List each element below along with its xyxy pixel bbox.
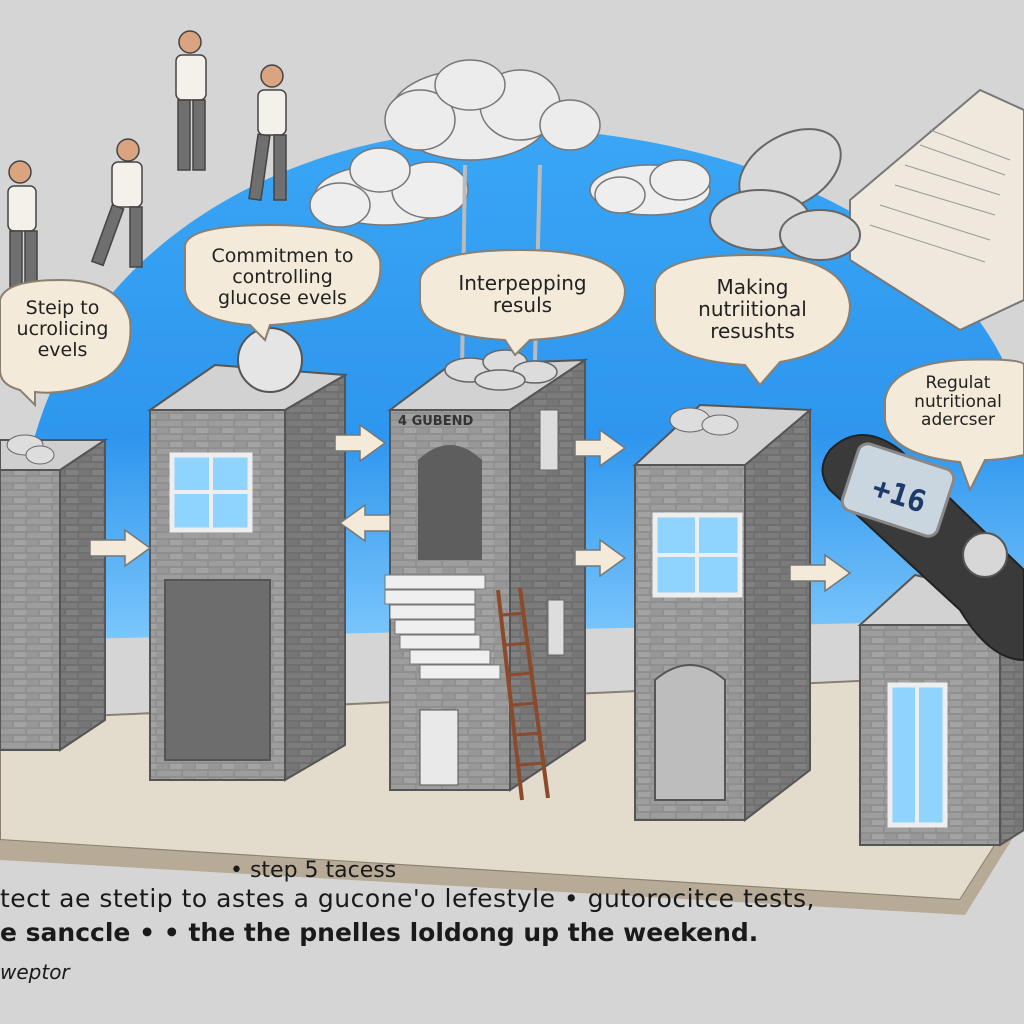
caption-line-1: • step 5 tacess [230,858,397,883]
bubble-making-text: Making nutriitional resushts [660,276,845,342]
caption-line-3: e sanccle • • the the pnelles loldong up… [0,918,759,947]
bubble-step-left-text: Steip to ucrolicing evels [0,298,125,361]
building-4 [632,403,813,823]
caption-line-4: weptor [0,960,70,984]
stone-pile [709,128,861,261]
building-3 [384,349,589,792]
building-2 [146,363,349,782]
glucose-meter-icon [821,434,1024,662]
book-icon [849,88,1024,332]
building-1 [0,434,109,752]
bubble-line: nutritional [914,391,1002,412]
bubble-commitment [184,223,382,342]
bubble-line: evels [37,338,88,361]
bubble-line: Making [716,275,789,299]
cloud-icon [384,59,601,161]
bubble-line: Regulat [925,373,991,393]
caption-line-2: tect ae stetip to astes a gucone'o lefes… [0,884,815,913]
cloud-icon [309,147,469,228]
bubble-line: resuls [492,293,553,317]
ladder-icon [496,587,550,801]
bubble-line: glucose evels [218,286,347,309]
bubble-interpreting [419,248,627,357]
bubble-line: Commitmen to [211,245,354,267]
bubble-making [654,253,852,387]
bubble-line: Interpepping [458,271,587,295]
cloud-icon [589,159,711,216]
bubble-line: controlling [232,265,333,288]
bubble-line: adercser [921,410,995,431]
building-5 [857,573,1024,847]
bubble-step-left [0,278,132,408]
bubble-regular-text: Regulat nutritional adercser [892,374,1024,430]
bubble-line: resushts [710,319,795,343]
bubble-interpreting-text: Interpepping resuls [425,272,620,316]
arrow-icon [89,423,852,593]
bubble-line: Steip to [25,297,100,319]
bubble-line: nutriitional [698,297,807,321]
building-sign: 4 GUBEND [398,414,474,429]
bubble-commitment-text: Commitmen to controlling glucose evels [190,246,375,309]
bubble-line: ucrolicing [16,317,109,340]
